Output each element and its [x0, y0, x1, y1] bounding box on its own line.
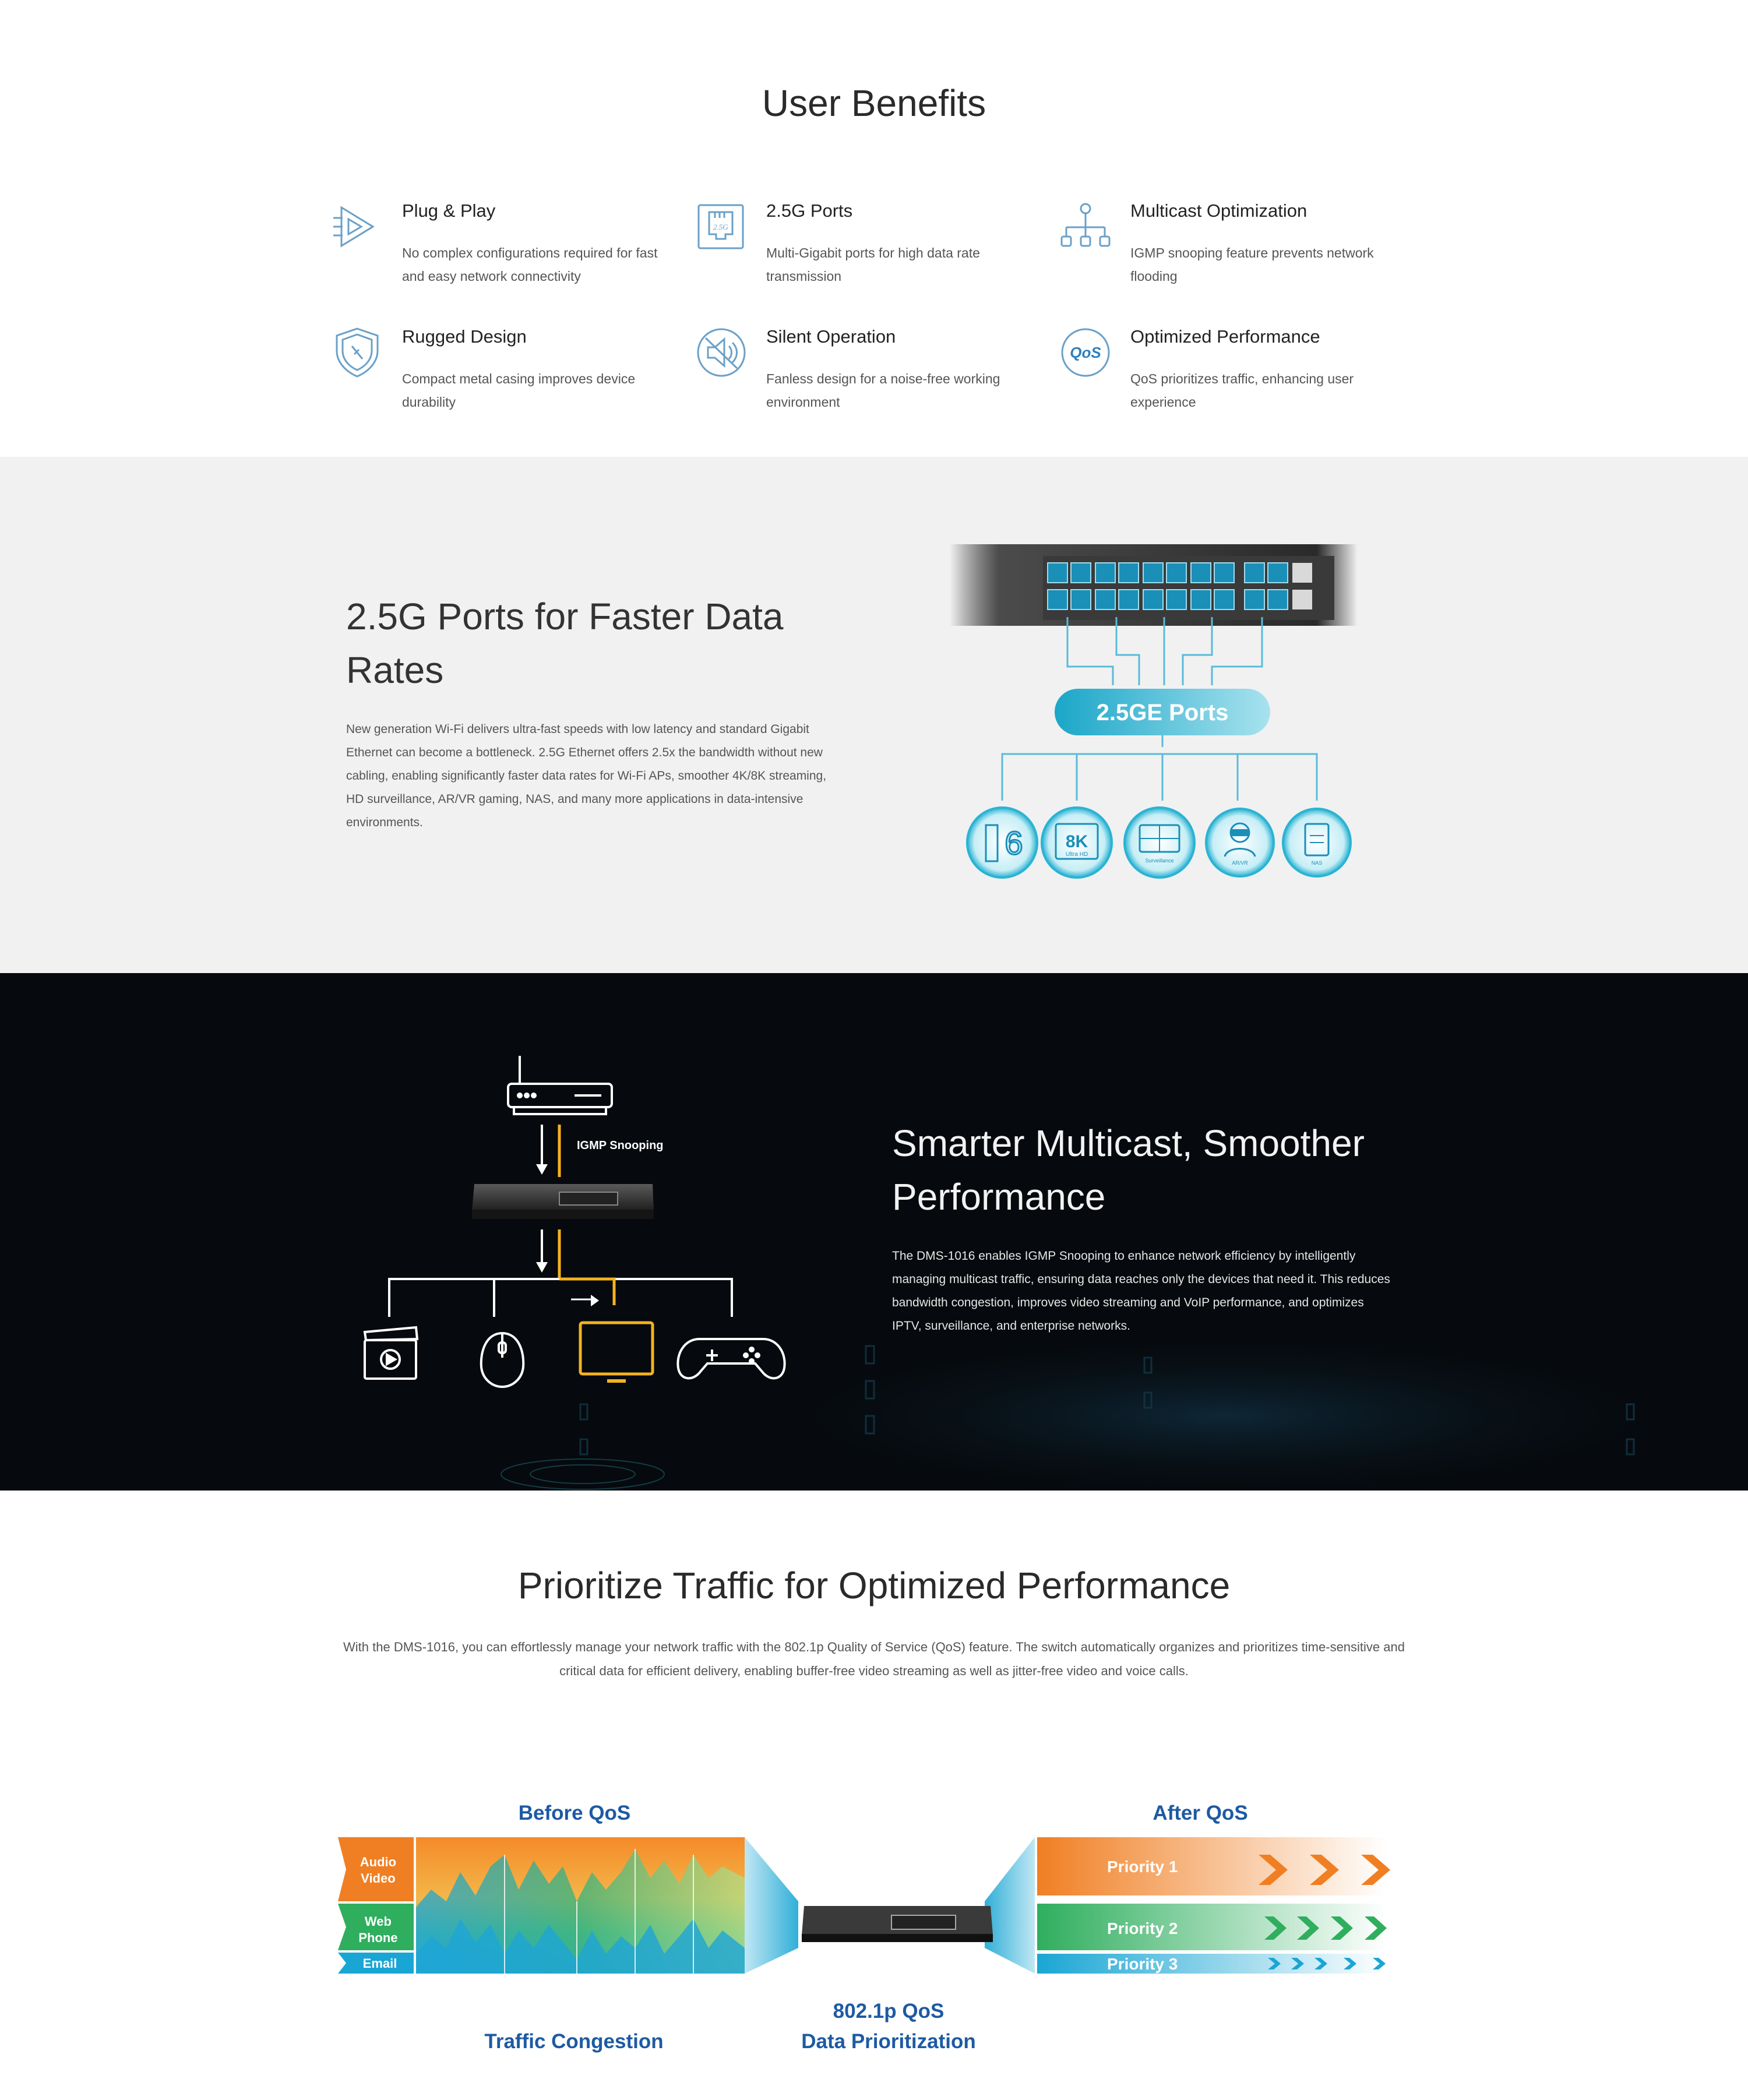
benefit-desc: Compact metal casing improves device dur…	[402, 371, 636, 410]
ports-badge	[1055, 689, 1270, 735]
connection-lines	[1001, 617, 1318, 801]
svg-text:6: 6	[1005, 825, 1023, 861]
switch-panel	[950, 544, 1358, 626]
row-label-web: Web	[365, 1914, 392, 1929]
benefits-title: User Benefits	[762, 82, 986, 124]
multicast-description: The DMS-1016 enables IGMP Snooping to en…	[892, 1249, 1390, 1333]
port-icon-label: 2.5G	[713, 223, 728, 231]
ports-section: 2.5G Ports for Faster Data Rates New gen…	[0, 457, 1748, 973]
speaker-muted-icon	[697, 328, 746, 377]
shield-icon	[336, 327, 379, 378]
benefit-title: Optimized Performance	[1130, 326, 1320, 347]
priority-2-arrows	[1264, 1916, 1387, 1940]
benefit-title: Multicast Optimization	[1130, 200, 1308, 221]
switch-icon	[472, 1184, 654, 1219]
qos-description: With the DMS-1016, you can effortlessly …	[343, 1640, 1405, 1678]
qos-switch-icon	[802, 1906, 993, 1942]
surveillance-icon: Surveillance	[1123, 806, 1196, 879]
ports-title: 2.5G Ports for Faster Data Rates	[346, 596, 784, 691]
row-label-video: Video	[361, 1871, 396, 1886]
benefit-rugged: Rugged Design Compact metal casing impro…	[331, 326, 657, 437]
before-qos-label: Before QoS	[518, 1802, 631, 1824]
multicast-diagram: IGMP Snooping	[363, 1056, 786, 1389]
traffic-congestion-label: Traffic Congestion	[484, 2030, 664, 2053]
priority-bars: Priority 1 Priority 2 Priority 3	[1037, 1837, 1390, 1974]
multicast-section: IGMP Snooping	[0, 973, 1748, 1491]
router-icon	[507, 1056, 613, 1115]
qos-center-line1: 802.1p QoS	[833, 2000, 945, 2023]
svg-text:Ultra HD: Ultra HD	[1066, 851, 1088, 858]
benefit-plug-play: Plug & Play No complex configurations re…	[331, 200, 658, 311]
ports-badge-label: 2.5GE Ports	[1097, 700, 1229, 725]
qos-section: Prioritize Traffic for Optimized Perform…	[0, 1491, 1748, 2100]
priority-1-arrows	[1259, 1855, 1390, 1885]
wifi6-icon: 6	[966, 806, 1038, 879]
svg-text:AR/VR: AR/VR	[1232, 860, 1248, 866]
gamepad-icon	[676, 1338, 786, 1380]
priority-3-arrows	[1268, 1958, 1386, 1969]
row-label-email: Email	[363, 1956, 397, 1971]
traffic-type-labels: Audio Video Web Phone Email	[338, 1837, 414, 1974]
priority-2-label: Priority 2	[1107, 1919, 1178, 1937]
benefit-2-5g-ports: 2.5G 2.5G Ports Multi-Gigabit ports for …	[695, 200, 1021, 311]
multicast-tree-icon	[1060, 203, 1111, 247]
user-benefits-section: User Benefits Plug & Play No complex con…	[0, 0, 1748, 457]
qos-center-line2: Data Prioritization	[801, 2030, 976, 2053]
device-circles: 6 8K Ultra HD Surveillance AR/VR NAS	[966, 806, 1352, 879]
benefit-multicast: Multicast Optimization IGMP snooping fea…	[1059, 200, 1386, 311]
igmp-snooping-label: IGMP Snooping	[577, 1139, 664, 1152]
benefit-title: Rugged Design	[402, 326, 527, 347]
port-2-5g-icon: 2.5G	[697, 204, 744, 249]
svg-text:Surveillance: Surveillance	[1145, 858, 1173, 864]
nas-icon: NAS	[1282, 808, 1352, 878]
benefit-title: Silent Operation	[766, 326, 896, 347]
clapperboard-icon	[363, 1326, 419, 1380]
priority-3-label: Priority 3	[1107, 1955, 1178, 1973]
benefit-desc: Multi-Gigabit ports for high data rate t…	[766, 245, 980, 284]
background-pattern	[501, 1323, 1748, 1491]
benefit-silent: Silent Operation Fanless design for a no…	[695, 326, 1021, 437]
benefit-desc: Fanless design for a noise-free working …	[766, 371, 1000, 410]
svg-text:8K: 8K	[1066, 832, 1088, 851]
benefit-title: 2.5G Ports	[766, 200, 853, 221]
benefit-desc: QoS prioritizes traffic, enhancing user …	[1130, 371, 1354, 410]
svg-text:Audio Video We: Audio Video Web Phone Email	[358, 1855, 401, 1971]
ports-diagram: 2.5GE Ports 6 8K Ultra HD Surveillance A…	[950, 544, 1358, 879]
multicast-title: Smarter Multicast, Smoother Performance	[892, 1122, 1365, 1218]
row-label-phone: Phone	[358, 1930, 397, 1945]
qos-icon: QoS	[1061, 328, 1110, 377]
mouse-icon	[480, 1331, 525, 1389]
row-label-audio: Audio	[360, 1855, 396, 1869]
qos-title: Prioritize Traffic for Optimized Perform…	[517, 1565, 1231, 1606]
ar-vr-icon: AR/VR	[1205, 808, 1275, 878]
svg-text:Priority 1 Priority 2: Priority 1 Priority 2 Priority 3	[1107, 1858, 1182, 1973]
tv-icon	[579, 1321, 654, 1383]
8k-icon: 8K Ultra HD	[1041, 806, 1113, 879]
benefit-performance: QoS Optimized Performance QoS prioritize…	[1059, 326, 1386, 437]
after-qos-label: After QoS	[1153, 1802, 1248, 1824]
benefit-title: Plug & Play	[402, 200, 496, 221]
traffic-congestion-chart	[416, 1837, 745, 1974]
svg-text:NAS: NAS	[1312, 860, 1323, 866]
qos-diagram: Audio Video Web Phone Email	[338, 1837, 1390, 1974]
rj45-ports	[1047, 562, 1288, 610]
ports-description: New generation Wi-Fi delivers ultra-fast…	[346, 723, 827, 829]
qos-icon-label: QoS	[1070, 344, 1101, 361]
priority-1-label: Priority 1	[1107, 1858, 1178, 1876]
benefit-desc: No complex configurations required for f…	[402, 245, 658, 284]
benefit-desc: IGMP snooping feature prevents network f…	[1130, 245, 1374, 284]
play-icon	[333, 206, 375, 248]
